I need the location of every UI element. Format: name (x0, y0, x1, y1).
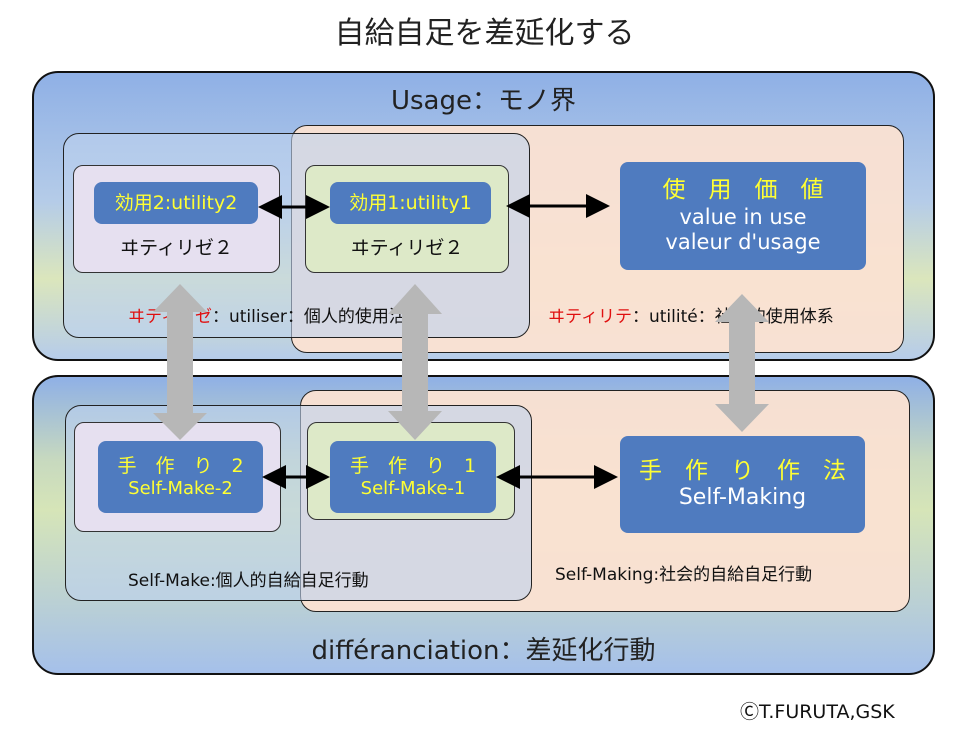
self-making-jp: 手 作 り 作 法 (639, 457, 846, 484)
make1-en: Self-Make-1 (360, 477, 466, 499)
make2-pill: 手 作 り 2 Self-Make-2 (98, 441, 263, 513)
gray-arrow-middle (388, 284, 442, 440)
copyright-credit: ⒸT.FURUTA,GSK (740, 701, 895, 723)
make2-jp: 手 作 り 2 (117, 454, 244, 477)
utility1-label: 効用1:utility1 (349, 191, 472, 214)
make2-en: Self-Make-2 (128, 477, 233, 499)
value-in-use-pill: 使 用 価 値 value in use valeur d'usage (620, 162, 866, 270)
self-make-caption: Self-Make:個人的自給自足行動 (128, 571, 369, 591)
utility1-pill: 効用1:utility1 (330, 182, 491, 224)
utility2-pill: 効用2:utility2 (94, 182, 258, 224)
usage-panel-label: Usage：モノ界 (390, 86, 576, 116)
value-in-use-jp: 使 用 価 値 (662, 177, 824, 204)
make1-jp: 手 作 り 1 (349, 454, 477, 477)
gray-arrow-left (153, 284, 207, 440)
make1-pill: 手 作 り 1 Self-Make-1 (330, 441, 496, 513)
self-making-pill: 手 作 り 作 法 Self-Making (620, 436, 865, 533)
diagram-title: 自給自足を差延化する (334, 16, 635, 51)
utiliser-caption-rest: ：utiliser：個人的使用活動 (211, 307, 423, 327)
utility2-label: 効用2:utility2 (114, 191, 238, 214)
utilite-caption-red: ヰティリテ (548, 307, 632, 327)
value-in-use-en: value in use (679, 204, 807, 229)
utility2-sub: ヰティリゼ２ (120, 237, 233, 259)
self-making-en: Self-Making (678, 485, 807, 511)
gray-arrow-right (715, 294, 769, 432)
self-making-caption: Self-Making:社会的自給自足行動 (555, 565, 813, 585)
value-in-use-fr: valeur d'usage (665, 229, 821, 254)
differanciation-panel-label: différanciation：差延化行動 (311, 636, 656, 666)
utility1-sub: ヰティリゼ２ (350, 237, 464, 259)
